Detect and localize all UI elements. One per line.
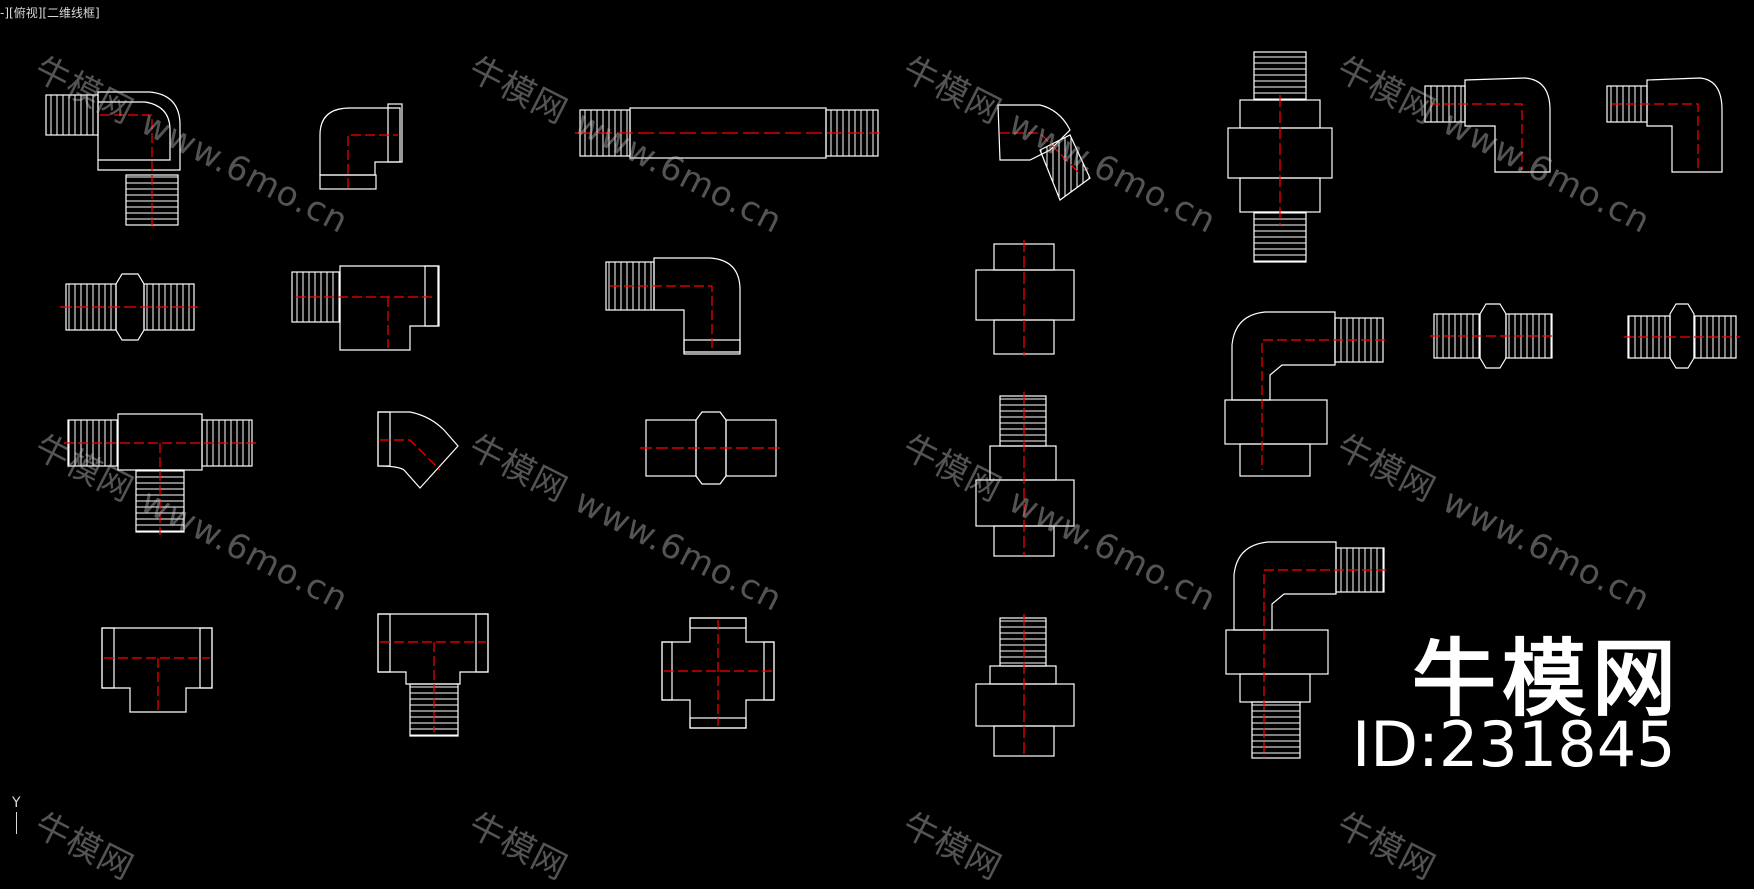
ucs-axis-icon	[16, 812, 17, 834]
union-elbow[interactable]	[1224, 311, 1385, 477]
union-elbow-male[interactable]	[1225, 541, 1386, 759]
elbow-45-female[interactable]	[377, 411, 459, 489]
viewport-label[interactable]: -][俯视][二维线框]	[0, 6, 100, 20]
tee-female[interactable]	[101, 627, 213, 713]
tee-female-male[interactable]	[377, 613, 489, 737]
cross-female[interactable]	[661, 617, 775, 729]
hex-nipple[interactable]	[60, 273, 198, 341]
model-id: ID:231845	[1352, 708, 1676, 781]
tee-male-branch[interactable]	[291, 265, 440, 351]
site-logo: 牛模网	[1412, 630, 1683, 728]
elbow-45-male[interactable]	[997, 104, 1091, 201]
union-male-female[interactable]	[1227, 51, 1333, 263]
drawing-canvas[interactable]	[0, 0, 1754, 834]
elbow-male-small-b[interactable]	[1606, 77, 1723, 173]
ucs-y-axis-label: Y	[12, 795, 21, 811]
hex-nipple-c[interactable]	[1624, 303, 1740, 369]
pipe-nipple-long[interactable]	[575, 107, 880, 159]
union-female[interactable]	[975, 240, 1075, 356]
street-elbow[interactable]	[605, 257, 741, 355]
elbow-female[interactable]	[319, 103, 403, 190]
elbow-male-small-a[interactable]	[1424, 77, 1551, 173]
union-male-bottom[interactable]	[975, 614, 1075, 757]
hex-coupling[interactable]	[640, 411, 780, 485]
union-male-top[interactable]	[975, 392, 1075, 557]
elbow-male-female[interactable]	[45, 91, 181, 228]
hex-nipple-b[interactable]	[1430, 303, 1556, 369]
tee-male-run[interactable]	[64, 413, 256, 535]
